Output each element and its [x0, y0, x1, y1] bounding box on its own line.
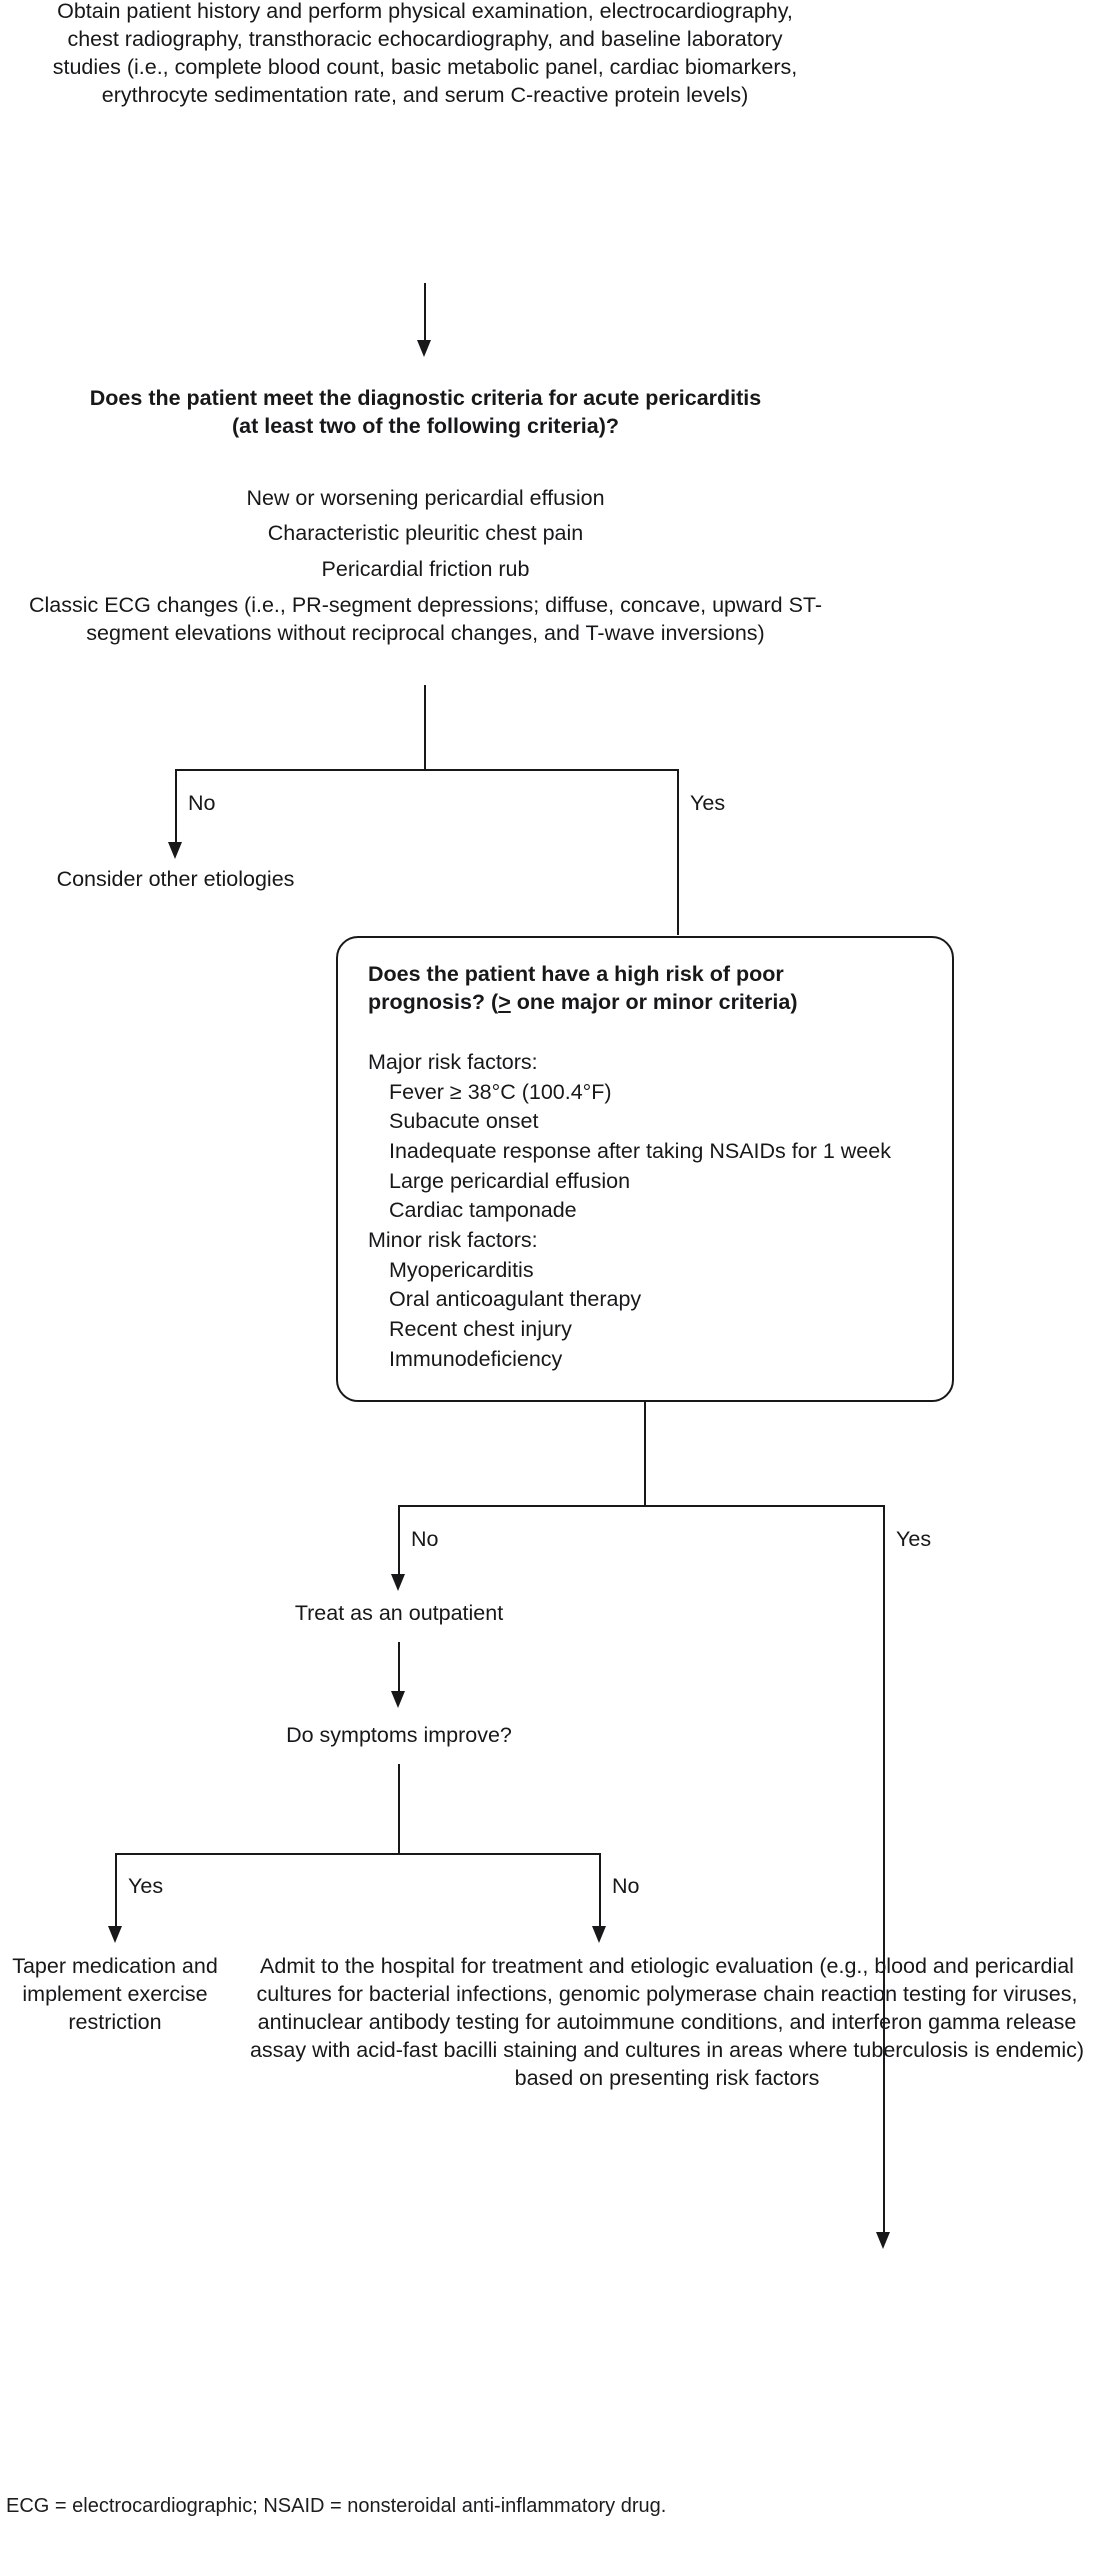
risk-box-title-prefix: prognosis? ( — [368, 990, 499, 1015]
edge-label-risk-yes: Yes — [896, 1527, 932, 1551]
major-risk-item: Large pericardial effusion — [389, 1168, 631, 1193]
connector-improve-split-right — [398, 1853, 600, 1855]
connector-risk-split-left — [398, 1505, 645, 1507]
edge-label-improve-yes: Yes — [128, 1874, 164, 1898]
node-taper-medication: Taper medication and implement exercise … — [12, 1954, 218, 2034]
arrowhead-workup-to-diagnosis — [417, 340, 431, 357]
arrowhead-improve-no — [592, 1926, 606, 1943]
connector-risk-no — [398, 1505, 400, 1577]
minor-risk-item: Recent chest injury — [389, 1316, 572, 1341]
arrowhead-risk-yes — [876, 2232, 890, 2249]
arrowhead-outpatient-to-improve — [391, 1691, 405, 1708]
risk-assessment-box — [336, 936, 954, 1402]
node-treat-outpatient: Treat as an outpatient — [294, 1601, 504, 1625]
node-initial-workup: Obtain patient history and perform physi… — [52, 0, 798, 107]
footnote-abbreviations: ECG = electrocardiographic; NSAID = nons… — [6, 2495, 667, 2517]
connector-diagnosis-stem — [424, 685, 426, 770]
criteria-item-4: Classic ECG changes (i.e., PR-segment de… — [28, 593, 823, 645]
risk-box-title-line2: prognosis? (> one major or minor criteri… — [368, 988, 928, 1016]
minor-risk-item: Immunodeficiency — [389, 1346, 563, 1371]
connector-risk-yes — [883, 1505, 885, 2235]
risk-box-title-suffix: one major or minor criteria) — [510, 990, 798, 1015]
arrowhead-diagnosis-no — [168, 842, 182, 859]
risk-box-title: Does the patient have a high risk of poo… — [368, 960, 928, 1017]
criteria-item-3: Pericardial friction rub — [321, 557, 530, 581]
connector-diagnosis-yes — [677, 769, 679, 935]
edge-label-diagnosis-yes: Yes — [690, 791, 726, 815]
edge-label-improve-no: No — [612, 1874, 640, 1898]
edge-label-risk-no: No — [411, 1527, 439, 1551]
major-risk-item: Fever ≥ 38°C (100.4°F) — [389, 1079, 612, 1104]
arrowhead-risk-no — [391, 1574, 405, 1591]
connector-improve-yes — [115, 1853, 117, 1929]
connector-risk-split-right — [644, 1505, 884, 1507]
minor-risk-item: Myopericarditis — [389, 1257, 534, 1282]
criteria-item-1: New or worsening pericardial effusion — [246, 486, 605, 510]
risk-box-factor-list: Major risk factors: Fever ≥ 38°C (100.4°… — [368, 1048, 933, 1374]
risk-box-title-line1: Does the patient have a high risk of poo… — [368, 962, 784, 986]
arrowhead-improve-yes — [108, 1926, 122, 1943]
node-consider-other-etiologies: Consider other etiologies — [56, 867, 295, 891]
minor-risk-heading: Minor risk factors: — [368, 1227, 538, 1252]
major-risk-item: Inadequate response after taking NSAIDs … — [389, 1138, 891, 1163]
edge-label-diagnosis-no: No — [188, 791, 216, 815]
connector-workup-to-diagnosis — [424, 283, 426, 343]
connector-diagnosis-no — [175, 769, 177, 845]
greater-than-or-equal-icon: > — [498, 990, 511, 1015]
major-risk-item: Cardiac tamponade — [389, 1198, 577, 1223]
connector-diagnosis-split-right — [424, 769, 677, 771]
connector-improve-split-left — [115, 1853, 399, 1855]
connector-improve-stem — [398, 1764, 400, 1854]
connector-risk-stem — [644, 1402, 646, 1506]
node-symptoms-improve: Do symptoms improve? — [286, 1723, 512, 1747]
connector-outpatient-to-improve — [398, 1642, 400, 1694]
criteria-item-2: Characteristic pleuritic chest pain — [267, 521, 584, 545]
connector-diagnosis-split — [175, 769, 425, 771]
node-diagnostic-question: Does the patient meet the diagnostic cri… — [89, 386, 762, 438]
major-risk-heading: Major risk factors: — [368, 1050, 538, 1074]
minor-risk-item: Oral anticoagulant therapy — [389, 1287, 642, 1312]
major-risk-item: Subacute onset — [389, 1109, 539, 1134]
node-admit-hospital: Admit to the hospital for treatment and … — [249, 1954, 1085, 2090]
connector-improve-no — [599, 1853, 601, 1929]
